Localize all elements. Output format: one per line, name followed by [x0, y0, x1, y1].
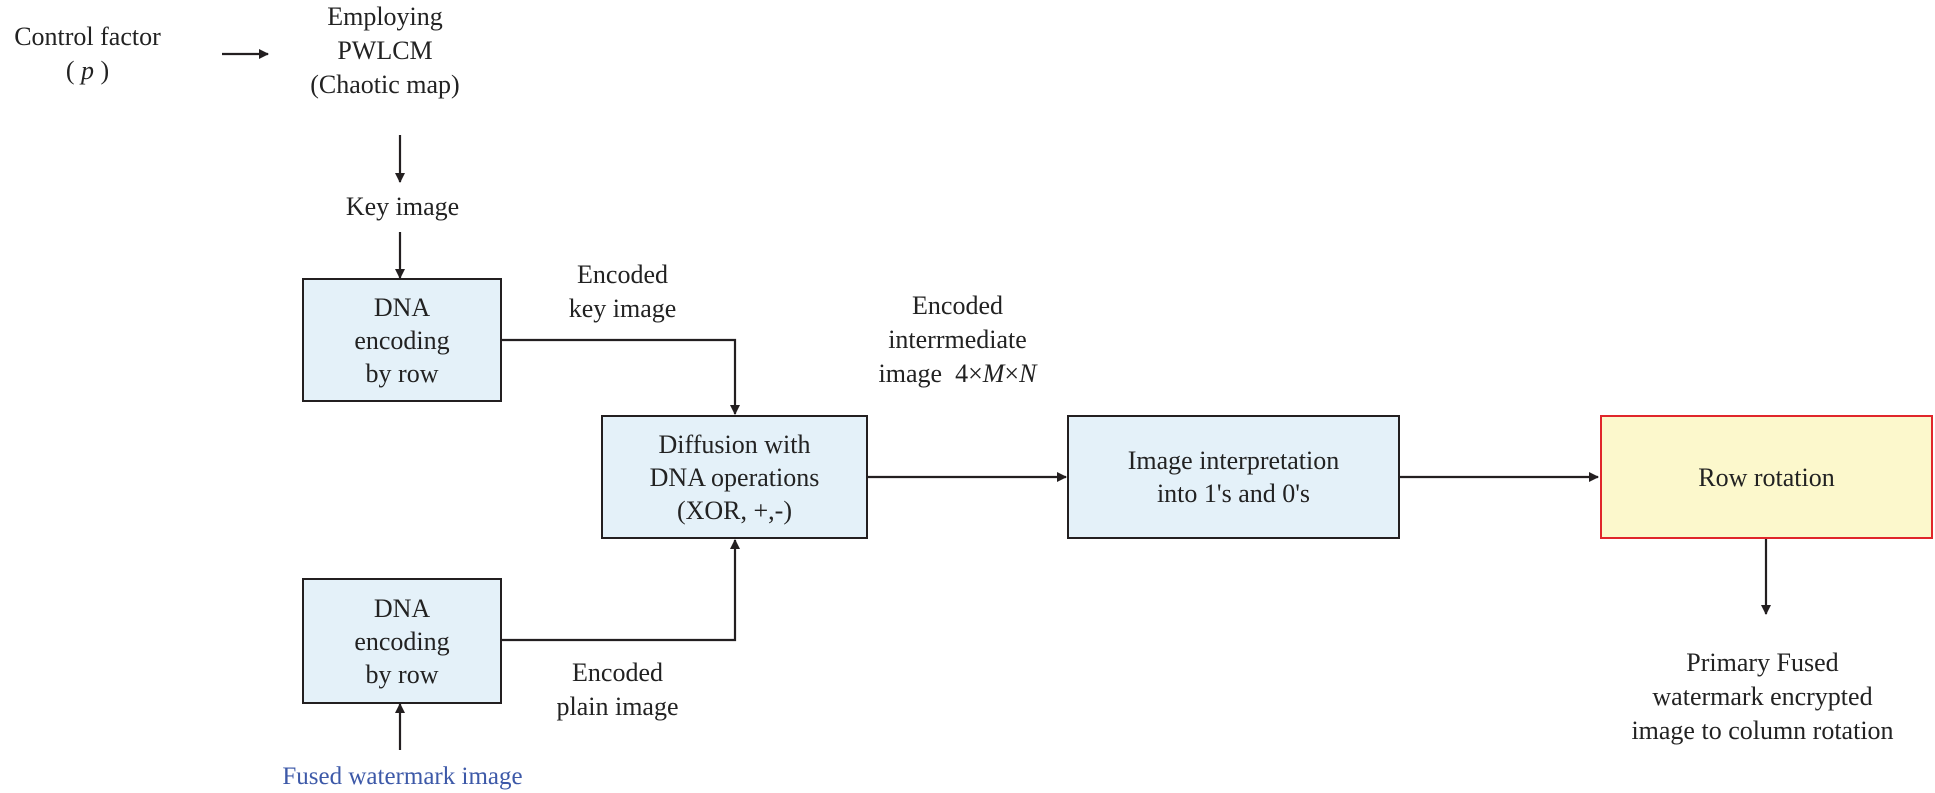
- control-factor-label: Control factor ( p ): [0, 20, 175, 88]
- paren-close: ): [100, 56, 110, 85]
- key-image-label: Key image: [345, 192, 460, 221]
- dna-bottom-line-3: by row: [365, 659, 439, 689]
- encoded-plain-line-2: plain image: [556, 692, 679, 721]
- output-line-3: image to column rotation: [1631, 716, 1894, 745]
- dna-bottom-line-2: encoding: [354, 626, 450, 656]
- dna-encoding-box-bottom: DNA encoding by row: [302, 578, 502, 704]
- interpretation-line-1: Image interpretation: [1127, 446, 1340, 475]
- paren-open: (: [65, 56, 75, 85]
- dna-bottom-line-1: DNA: [373, 593, 431, 623]
- pwlcm-label: Employing PWLCM (Chaotic map): [275, 0, 495, 102]
- fused-watermark-image-label: Fused watermark image: [282, 763, 523, 790]
- diffusion-line-1: Diffusion with: [658, 429, 811, 459]
- arrow-dna-top-to-diffusion: [502, 338, 740, 415]
- times-sign: ×: [1004, 359, 1020, 388]
- row-rotation-label: Row rotation: [1698, 462, 1835, 492]
- encoded-key-line-1: Encoded: [577, 260, 668, 289]
- interpretation-box: Image interpretation into 1's and 0's: [1067, 415, 1400, 539]
- encoded-key-image-label: Encoded key image: [535, 258, 710, 326]
- output-label: Primary Fused watermark encrypted image …: [1590, 646, 1935, 748]
- variable-m: M: [982, 359, 1005, 388]
- control-factor-variable: ( p ): [0, 54, 175, 88]
- encoded-plain-line-1: Encoded: [572, 658, 663, 687]
- arrow-dna-bottom-to-diffusion: [502, 539, 740, 642]
- output-line-1: Primary Fused: [1686, 648, 1839, 677]
- dna-top-line-1: DNA: [373, 292, 431, 322]
- encoded-intermediate-line-3: image 4×M×N: [845, 357, 1070, 391]
- pwlcm-line-2: PWLCM: [337, 36, 433, 65]
- dna-top-line-2: encoding: [354, 325, 450, 355]
- encoded-intermediate-line-1: Encoded: [912, 291, 1003, 320]
- output-line-2: watermark encrypted: [1652, 682, 1873, 711]
- encoded-key-line-2: key image: [568, 294, 677, 323]
- row-rotation-box: Row rotation: [1600, 415, 1933, 539]
- variable-p: p: [81, 56, 94, 85]
- control-factor-text: Control factor: [14, 22, 161, 51]
- encoded-plain-image-label: Encoded plain image: [530, 656, 705, 724]
- diffusion-line-2: DNA operations: [649, 462, 820, 492]
- diffusion-line-3: (XOR, +,-): [676, 495, 793, 525]
- dna-top-line-3: by row: [365, 358, 439, 388]
- pwlcm-line-3: (Chaotic map): [310, 70, 460, 99]
- dimension-prefix: image 4×: [878, 359, 983, 388]
- encoded-intermediate-label: Encoded interrmediate image 4×M×N: [845, 289, 1070, 391]
- dna-encoding-box-top: DNA encoding by row: [302, 278, 502, 402]
- interpretation-line-2: into 1's and 0's: [1156, 479, 1311, 508]
- encoded-intermediate-line-2: interrmediate: [888, 325, 1027, 354]
- pwlcm-line-1: Employing: [327, 2, 443, 31]
- diffusion-box: Diffusion with DNA operations (XOR, +,-): [601, 415, 868, 539]
- variable-n: N: [1019, 359, 1037, 388]
